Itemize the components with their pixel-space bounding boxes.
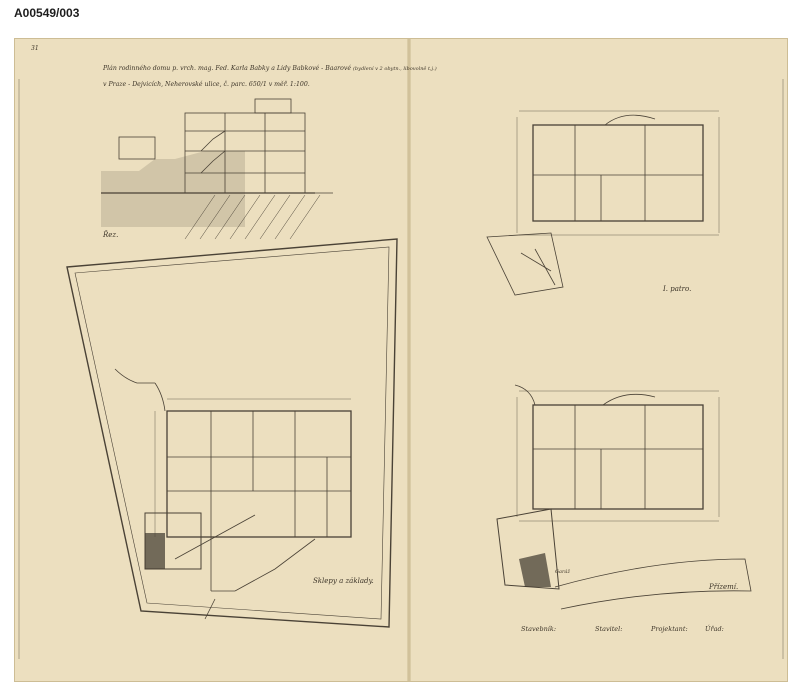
section-label: Řez.: [103, 231, 119, 239]
site-outline: [66, 238, 398, 628]
signature-office: Úřad:: [705, 625, 724, 633]
signature-designer: Projektant:: [651, 625, 688, 633]
sheet-stamp: 31: [31, 45, 39, 52]
ground-floor-label: Přízemí.: [709, 583, 739, 591]
basement-plan: [144, 398, 352, 620]
section-drawing: [101, 98, 333, 240]
ground-floor-plan: [496, 384, 752, 610]
sheet-title-line1: Plán rodinného domu p. vrch. mag. Fed. K…: [103, 65, 437, 72]
blueprint-drawing: [18, 39, 784, 681]
sheet-title-note: (bydlení v 2 obytn., libovolně t.j.): [352, 66, 437, 72]
blueprint-sheet: Plán rodinného domu p. vrch. mag. Fed. K…: [14, 38, 788, 682]
signature-builder: Stavebník:: [521, 625, 557, 633]
signature-contractor: Stavitel:: [595, 625, 623, 633]
archive-id: A00549/003: [14, 6, 80, 20]
basement-label: Sklepy a základy.: [313, 577, 374, 585]
garage-label: Garáž: [555, 569, 570, 575]
first-floor-plan: [486, 110, 720, 296]
first-floor-label: I. patro.: [663, 285, 692, 293]
sheet-title-line2: v Praze - Dejvicích, Neherovské ulice, č…: [103, 81, 310, 88]
